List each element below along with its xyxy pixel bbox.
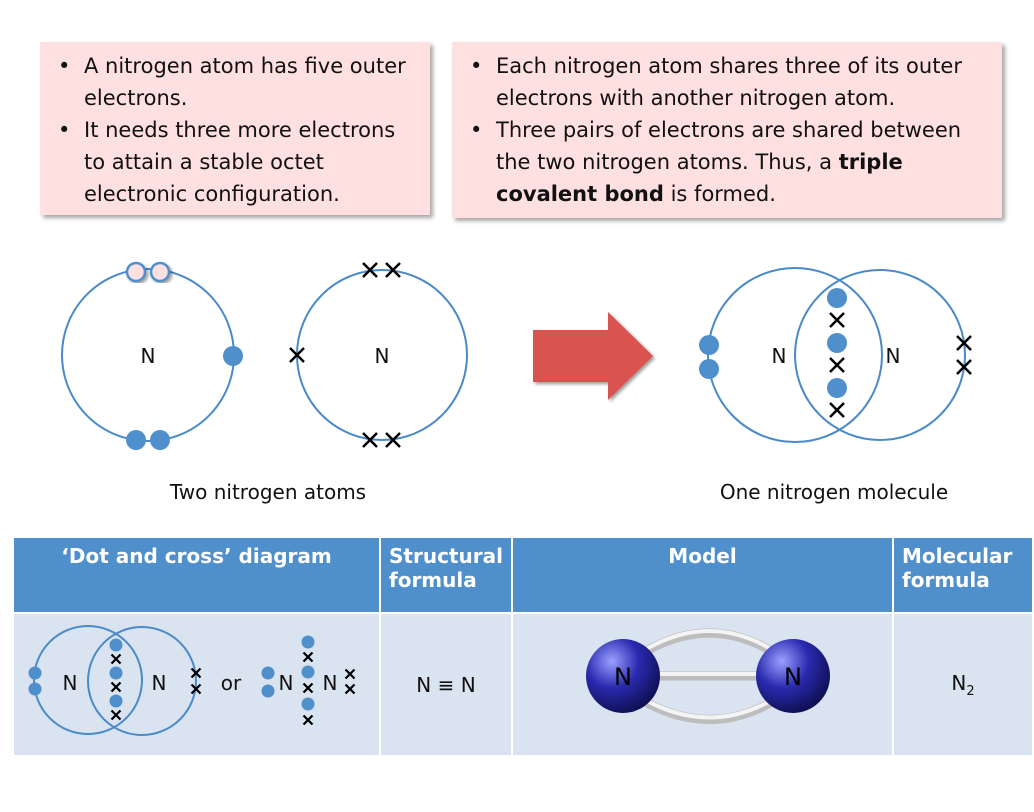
electron-cross [344, 668, 356, 680]
electron-cross [956, 359, 972, 375]
atom-label: N [886, 344, 901, 368]
orbit-molecule-right [794, 269, 966, 441]
atom-facts-box: A nitrogen atom has five outer electrons… [40, 42, 430, 215]
header-structural: Structural formula [381, 538, 511, 612]
electron-cross [829, 402, 845, 418]
ball-and-stick-model: N N [586, 628, 830, 724]
formula-subscript: 2 [966, 683, 975, 699]
electron-cross [289, 347, 305, 363]
electron-cross [344, 683, 356, 695]
bullet: It needs three more electrons to attain … [54, 114, 420, 210]
nitrogen-ball [586, 639, 660, 713]
orbit-molecule-left [707, 267, 883, 443]
caption-molecule: One nitrogen molecule [719, 480, 949, 504]
svg-text:N: N [279, 671, 294, 695]
svg-text:N: N [152, 671, 167, 695]
svg-text:N: N [323, 671, 338, 695]
electron-dot [827, 378, 847, 398]
svg-text:N: N [614, 663, 632, 691]
electron-cross [110, 653, 122, 665]
atom-diagram: N N N N [61, 261, 972, 450]
electron-cross [302, 682, 314, 694]
model-cell: N N [513, 614, 892, 755]
electron-cross [362, 262, 378, 278]
electron-cross [385, 432, 401, 448]
electron-cross [190, 683, 202, 695]
text: is formed. [663, 182, 776, 206]
electron-dot [827, 333, 847, 353]
dot-cross-cell: N N or N N [14, 614, 379, 755]
electron-cross [302, 651, 314, 663]
svg-text:N: N [784, 663, 802, 691]
atom-label: N [141, 344, 156, 368]
header-model: Model [513, 538, 892, 612]
electron-cross [302, 714, 314, 726]
electron-cross [110, 709, 122, 721]
triple-bond-term: triple covalent bond [496, 150, 903, 206]
caption-atoms: Two nitrogen atoms [169, 480, 367, 504]
electron-cross [362, 432, 378, 448]
electron-cross [829, 312, 845, 328]
electron-dot [699, 359, 719, 379]
electron-cross [385, 262, 401, 278]
electron-cross [190, 667, 202, 679]
electron-dot [699, 335, 719, 355]
electron-dot [827, 288, 847, 308]
electron-dot [126, 430, 146, 450]
text: Three pairs of electrons are shared betw… [496, 118, 962, 174]
structural-formula: N ≡ N [381, 614, 511, 755]
arrow-icon [533, 312, 653, 400]
formula-base: N [951, 670, 967, 695]
electron-cross [829, 357, 845, 373]
summary-table: ‘Dot and cross’ diagram Structural formu… [12, 536, 1034, 757]
atom-label: N [375, 344, 390, 368]
nitrogen-ball [756, 639, 830, 713]
bullet: A nitrogen atom has five outer electrons… [54, 50, 420, 114]
bullet: Each nitrogen atom shares three of its o… [466, 50, 992, 114]
header-molecular: Molecular formula [894, 538, 1032, 612]
electron-cross [956, 335, 972, 351]
svg-text:N: N [63, 671, 78, 695]
header-dot-cross: ‘Dot and cross’ diagram [14, 538, 379, 612]
electron-cross [110, 681, 122, 693]
dot-cross-diagram: N N or N N [28, 625, 356, 736]
svg-text:or: or [221, 671, 242, 695]
bullet: Three pairs of electrons are shared betw… [466, 114, 992, 210]
molecular-formula: N2 [894, 614, 1032, 755]
electron-dot [223, 346, 243, 366]
electron-dot [150, 430, 170, 450]
atom-label: N [772, 344, 787, 368]
electron-vacancy [149, 261, 171, 283]
bond-facts-box: Each nitrogen atom shares three of its o… [452, 42, 1002, 218]
electron-vacancy [125, 261, 147, 283]
